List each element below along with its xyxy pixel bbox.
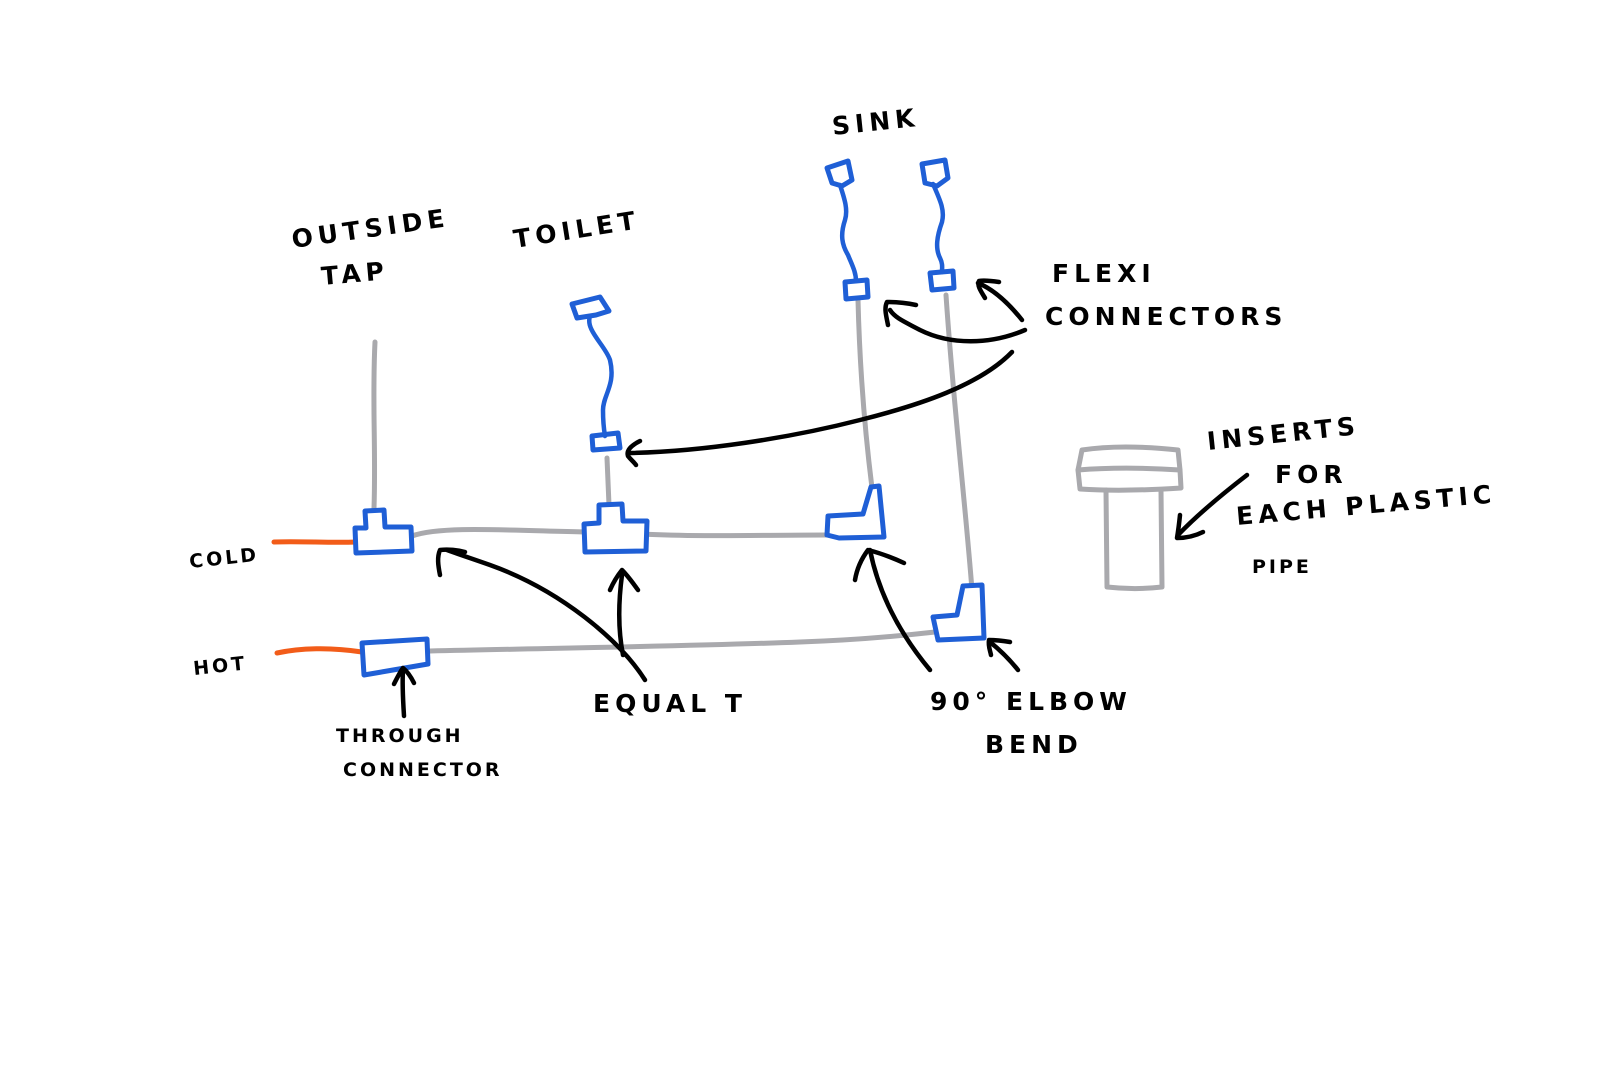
arrow-flexi-to-toilet xyxy=(625,349,1015,456)
pipes xyxy=(371,292,1184,654)
arrow-elbow-to-left-elbow xyxy=(867,547,933,673)
cold-main-pipe-b xyxy=(639,531,831,539)
arrow-equal-t-to-left-tee-head xyxy=(435,547,468,578)
equal-tee-outside-tap xyxy=(352,507,415,556)
sink-right-flexi-nut xyxy=(927,268,957,293)
label-toilet: Toilet xyxy=(511,205,642,254)
toilet-riser-pipe xyxy=(604,455,612,508)
label-inserts-line2: for xyxy=(1275,460,1348,489)
arrow-through-connector-head xyxy=(391,665,417,687)
arrow-equal-t-to-toilet-tee xyxy=(616,572,626,658)
arrow-inserts-to-fitting xyxy=(1175,472,1250,538)
arrow-flexi-to-sink-left xyxy=(887,307,1028,344)
label-cold: Cold xyxy=(188,544,260,573)
insert-cap-line xyxy=(1075,465,1183,473)
arrow-elbow-to-right-elbow xyxy=(987,639,1021,673)
through-connector xyxy=(359,636,431,678)
label-through-line1: Through xyxy=(336,725,464,747)
toilet-flexi-hose xyxy=(586,313,614,439)
arrow-elbow-to-right-elbow-head xyxy=(986,637,1013,658)
label-flexi-line1: Flexi xyxy=(1052,259,1156,288)
cold-main-pipe-a xyxy=(409,527,588,539)
labels: Outside Tap Toilet Sink Flexi Connectors… xyxy=(188,103,1497,781)
sink-right-riser-pipe xyxy=(943,292,975,593)
label-outside-line1: Outside xyxy=(290,203,451,254)
insert-cap-icon xyxy=(1075,444,1184,493)
toilet-valve-cap xyxy=(569,294,612,321)
arrow-equal-t-to-toilet-tee-head xyxy=(607,567,641,593)
sink-left-riser-pipe xyxy=(855,297,875,491)
label-through-line2: Connector xyxy=(343,759,503,781)
arrow-flexi-to-sink-right xyxy=(975,280,1025,323)
label-sink: Sink xyxy=(831,103,921,141)
arrow-inserts-to-fitting-head xyxy=(1174,512,1206,541)
sink-left-flexi-nut xyxy=(842,277,871,302)
outside-tap-pipe xyxy=(371,339,378,511)
cold-supply-line xyxy=(271,539,359,545)
label-inserts-line4: pipe xyxy=(1252,556,1312,578)
sink-right-flexi-hose xyxy=(930,181,946,275)
label-elbow-line1: 90° Elbow xyxy=(930,687,1132,716)
flexi-hoses xyxy=(586,181,946,439)
equal-tee-toilet xyxy=(581,501,650,555)
arrow-elbow-to-left-elbow-head xyxy=(852,547,907,583)
arrow-flexi-to-sink-left-head xyxy=(883,299,919,328)
arrow-equal-t-to-left-tee xyxy=(444,547,648,683)
label-inserts-line1: Inserts xyxy=(1206,411,1362,456)
arrow-flexi-to-sink-right-head xyxy=(976,278,1002,301)
fittings xyxy=(352,157,987,678)
label-flexi-line2: Connectors xyxy=(1045,302,1287,331)
arrows xyxy=(391,278,1250,719)
sink-left-valve-cap xyxy=(824,158,855,189)
hot-main-pipe xyxy=(427,629,938,654)
elbow-sink-left xyxy=(824,483,887,541)
label-tap-line2: Tap xyxy=(320,256,390,291)
label-hot: Hot xyxy=(192,652,248,680)
arrow-flexi-to-toilet-head xyxy=(625,438,643,468)
supply-lines xyxy=(271,539,365,656)
elbow-sink-right xyxy=(930,582,987,643)
arrow-through-connector xyxy=(400,667,407,719)
hot-supply-line xyxy=(274,646,365,656)
label-equal-t: Equal T xyxy=(593,689,747,718)
insert-stem xyxy=(1103,487,1165,591)
label-elbow-line2: Bend xyxy=(985,730,1083,759)
sink-left-flexi-hose xyxy=(837,182,859,284)
sink-right-valve-cap xyxy=(919,157,951,189)
toilet-flexi-nut xyxy=(589,430,623,453)
